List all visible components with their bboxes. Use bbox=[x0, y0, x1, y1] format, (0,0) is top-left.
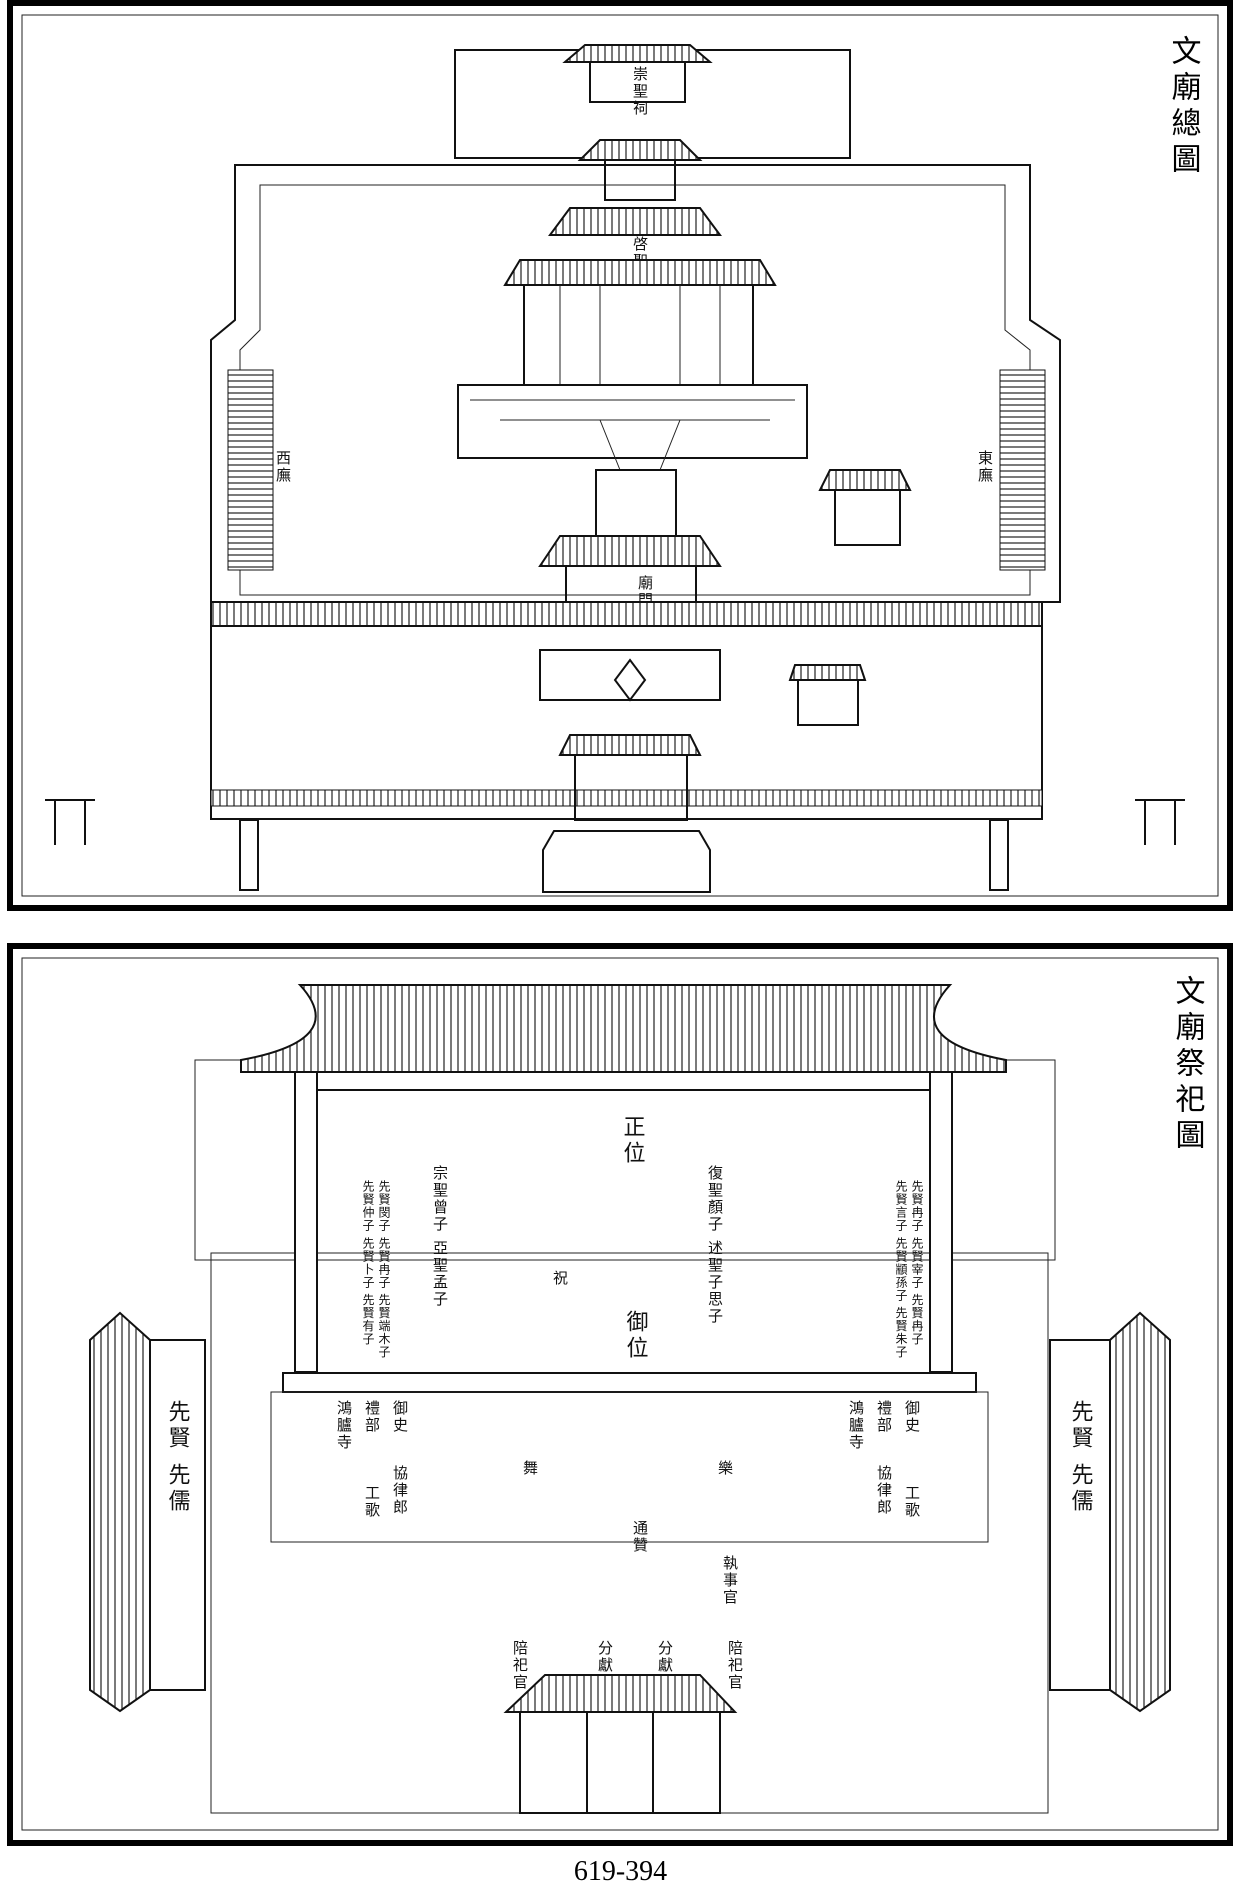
court-label: 工歌 bbox=[903, 1485, 921, 1519]
main-position-label: 正位 bbox=[620, 1115, 646, 1167]
front-corridor bbox=[210, 601, 1043, 627]
inner-wall bbox=[239, 184, 1031, 596]
court-label: 工歌 bbox=[363, 1485, 381, 1519]
official-label: 執事官 bbox=[721, 1555, 739, 1606]
main-hall-roof bbox=[503, 259, 777, 286]
rear-hall-label: 崇聖祠 bbox=[631, 66, 649, 117]
hall-pillar-right bbox=[929, 1071, 953, 1373]
hall-roof bbox=[548, 207, 722, 236]
lingxing-terrace bbox=[539, 649, 721, 701]
court-label: 鴻臚寺 bbox=[335, 1400, 353, 1451]
dais-court bbox=[270, 1391, 989, 1543]
rear-hall-roof bbox=[562, 44, 713, 63]
court-label: 禮部 bbox=[363, 1400, 381, 1434]
front-wall bbox=[210, 789, 1043, 807]
ceremonial-pillar-left bbox=[239, 819, 259, 891]
side-pavilion-roof bbox=[788, 664, 867, 681]
sacrifice-ritual-panel: 正位 祝 御位 宗聖曾子 亞聖孟子 復聖顏子 述聖子思子 御史 禮部 鴻臚寺 協… bbox=[7, 943, 1233, 1846]
hall-terrace bbox=[282, 1372, 977, 1393]
panel-inner-border bbox=[21, 957, 1219, 1831]
top-panel-title: 文廟總圖 bbox=[1166, 35, 1202, 179]
bottom-panel-title: 文廟祭祀圖 bbox=[1170, 975, 1206, 1155]
rear-hall bbox=[589, 61, 686, 103]
east-hall-front bbox=[1049, 1339, 1111, 1691]
official-label: 通贊 bbox=[631, 1520, 649, 1554]
music-label: 樂 bbox=[716, 1460, 734, 1477]
court-label: 禮部 bbox=[875, 1400, 893, 1434]
ritual-gate bbox=[519, 1711, 721, 1814]
worthies-right-label: 先賢冉子 先賢宰子 先賢冉子 先賢言子 先賢顓孫子 先賢朱子 bbox=[894, 1180, 924, 1359]
panel-border bbox=[7, 0, 1233, 911]
page-number: 619-394 bbox=[573, 1856, 668, 1887]
gate-roof bbox=[503, 1674, 738, 1713]
main-hall-terrace bbox=[457, 384, 808, 459]
court-label: 鴻臚寺 bbox=[847, 1400, 865, 1451]
front-gate bbox=[574, 754, 688, 821]
shrine bbox=[604, 159, 676, 201]
main-enclosure-wall bbox=[210, 164, 1061, 603]
sages-left-label: 復聖顏子 述聖子思子 bbox=[706, 1165, 724, 1325]
archway-left bbox=[45, 799, 95, 845]
court-label: 協律郎 bbox=[391, 1465, 409, 1516]
official-label: 陪祀官 bbox=[511, 1640, 529, 1691]
west-hall-label: 先賢 先儒 bbox=[165, 1400, 191, 1515]
shrine-roof bbox=[577, 139, 703, 161]
temple-overview-panel: 崇聖祠 西廡 東廡 啓聖祠 廟門 文廟總圖 bbox=[7, 0, 1233, 911]
hall-pillar-left bbox=[294, 1071, 318, 1373]
east-corridor bbox=[999, 369, 1046, 571]
panel-inner-border bbox=[21, 14, 1219, 897]
worthies-left-label: 先賢閔子 先賢冉子 先賢端木子 先賢仲子 先賢卜子 先賢有子 bbox=[361, 1180, 391, 1359]
temple-gate-label: 廟門 bbox=[636, 575, 654, 609]
ceremonial-pillar-right bbox=[989, 819, 1009, 891]
dance-label: 舞 bbox=[521, 1460, 539, 1477]
west-corridor-label: 西廡 bbox=[274, 450, 292, 484]
archway-right bbox=[1135, 799, 1185, 845]
sages-right-label: 宗聖曾子 亞聖孟子 bbox=[431, 1164, 449, 1308]
emperor-position-label: 御位 bbox=[623, 1310, 649, 1362]
pavilion-roof bbox=[818, 469, 912, 491]
official-label: 陪祀官 bbox=[726, 1640, 744, 1691]
east-hall-label: 先賢 先儒 bbox=[1068, 1400, 1094, 1515]
pond-bridge bbox=[542, 830, 711, 893]
court-label: 協律郎 bbox=[875, 1465, 893, 1516]
west-hall-front bbox=[149, 1339, 206, 1691]
side-pavilion bbox=[797, 679, 859, 726]
east-corridor-label: 東廡 bbox=[976, 450, 994, 484]
east-side-hall bbox=[1109, 1311, 1171, 1713]
main-hall-roof bbox=[240, 984, 1007, 1073]
court-label: 御史 bbox=[391, 1400, 409, 1434]
front-gate-roof bbox=[558, 734, 702, 756]
panel-border bbox=[7, 943, 1233, 1846]
prayer-label: 祝 bbox=[551, 1270, 569, 1287]
west-side-hall bbox=[89, 1311, 151, 1713]
court-label: 御史 bbox=[903, 1400, 921, 1434]
stele-pavilion bbox=[834, 489, 901, 546]
temple-gate-roof bbox=[538, 535, 722, 567]
west-corridor bbox=[227, 369, 274, 571]
